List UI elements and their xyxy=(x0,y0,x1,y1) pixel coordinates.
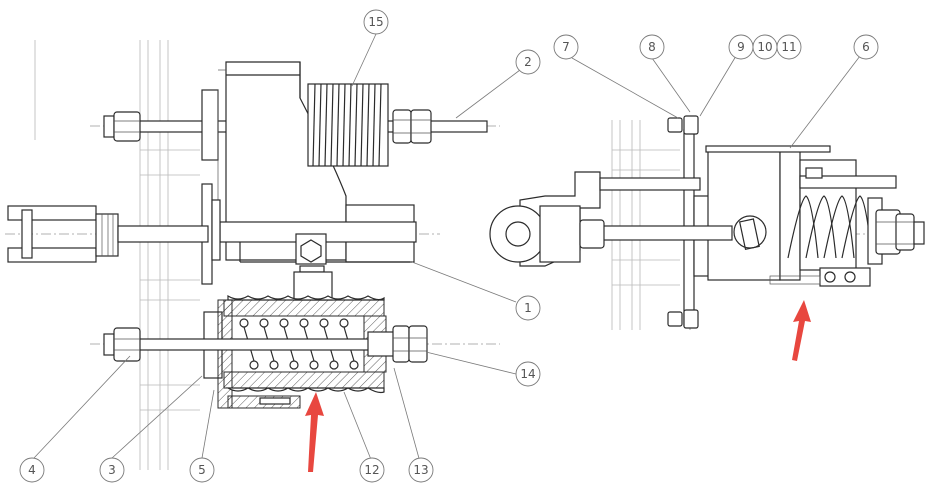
callout-15: 15 xyxy=(363,9,389,35)
callout-1: 1 xyxy=(515,295,541,321)
highlight-arrow-right xyxy=(792,300,811,361)
callout-2: 2 xyxy=(515,49,541,75)
lower-spring-housing xyxy=(203,294,387,409)
callout-label-3: 3 xyxy=(108,463,116,477)
callout-label-15: 15 xyxy=(368,15,383,29)
callout-label-12: 12 xyxy=(364,463,379,477)
right-assembly xyxy=(489,115,925,330)
left-assembly xyxy=(5,40,500,470)
callout-12: 12 xyxy=(359,457,385,483)
callout-9: 9 xyxy=(728,34,754,60)
right-main-block xyxy=(579,129,831,327)
lower-rod xyxy=(103,325,428,363)
callout-label-1: 1 xyxy=(524,301,532,315)
callout-4: 4 xyxy=(19,457,45,483)
upper-spring xyxy=(307,83,389,167)
clevis-fork xyxy=(7,205,209,263)
callout-label-8: 8 xyxy=(648,40,656,54)
callout-label-4: 4 xyxy=(28,463,36,477)
callout-label-10: 10 xyxy=(757,40,772,54)
callout-5: 5 xyxy=(189,457,215,483)
callout-3: 3 xyxy=(99,457,125,483)
callout-label-5: 5 xyxy=(198,463,206,477)
callout-label-6: 6 xyxy=(862,40,870,54)
callout-14: 14 xyxy=(515,361,541,387)
callout-label-9: 9 xyxy=(737,40,745,54)
callout-label-2: 2 xyxy=(524,55,532,69)
callout-8: 8 xyxy=(639,34,665,60)
highlight-arrow-left xyxy=(305,392,324,472)
leader-lines xyxy=(33,33,861,463)
callout-label-7: 7 xyxy=(562,40,570,54)
left-frame-background xyxy=(34,40,200,470)
plate-middle-inner xyxy=(211,199,221,261)
callout-label-14: 14 xyxy=(520,367,535,381)
callout-13: 13 xyxy=(408,457,434,483)
callout-10: 10 xyxy=(752,34,778,60)
callout-11: 11 xyxy=(776,34,802,60)
right-frame-background xyxy=(611,120,680,330)
callout-7: 7 xyxy=(553,34,579,60)
lever-arm xyxy=(489,171,601,267)
plate-nuts xyxy=(667,115,699,329)
callout-label-11: 11 xyxy=(781,40,796,54)
callout-6: 6 xyxy=(853,34,879,60)
right-spring xyxy=(769,159,925,287)
callout-label-13: 13 xyxy=(413,463,428,477)
